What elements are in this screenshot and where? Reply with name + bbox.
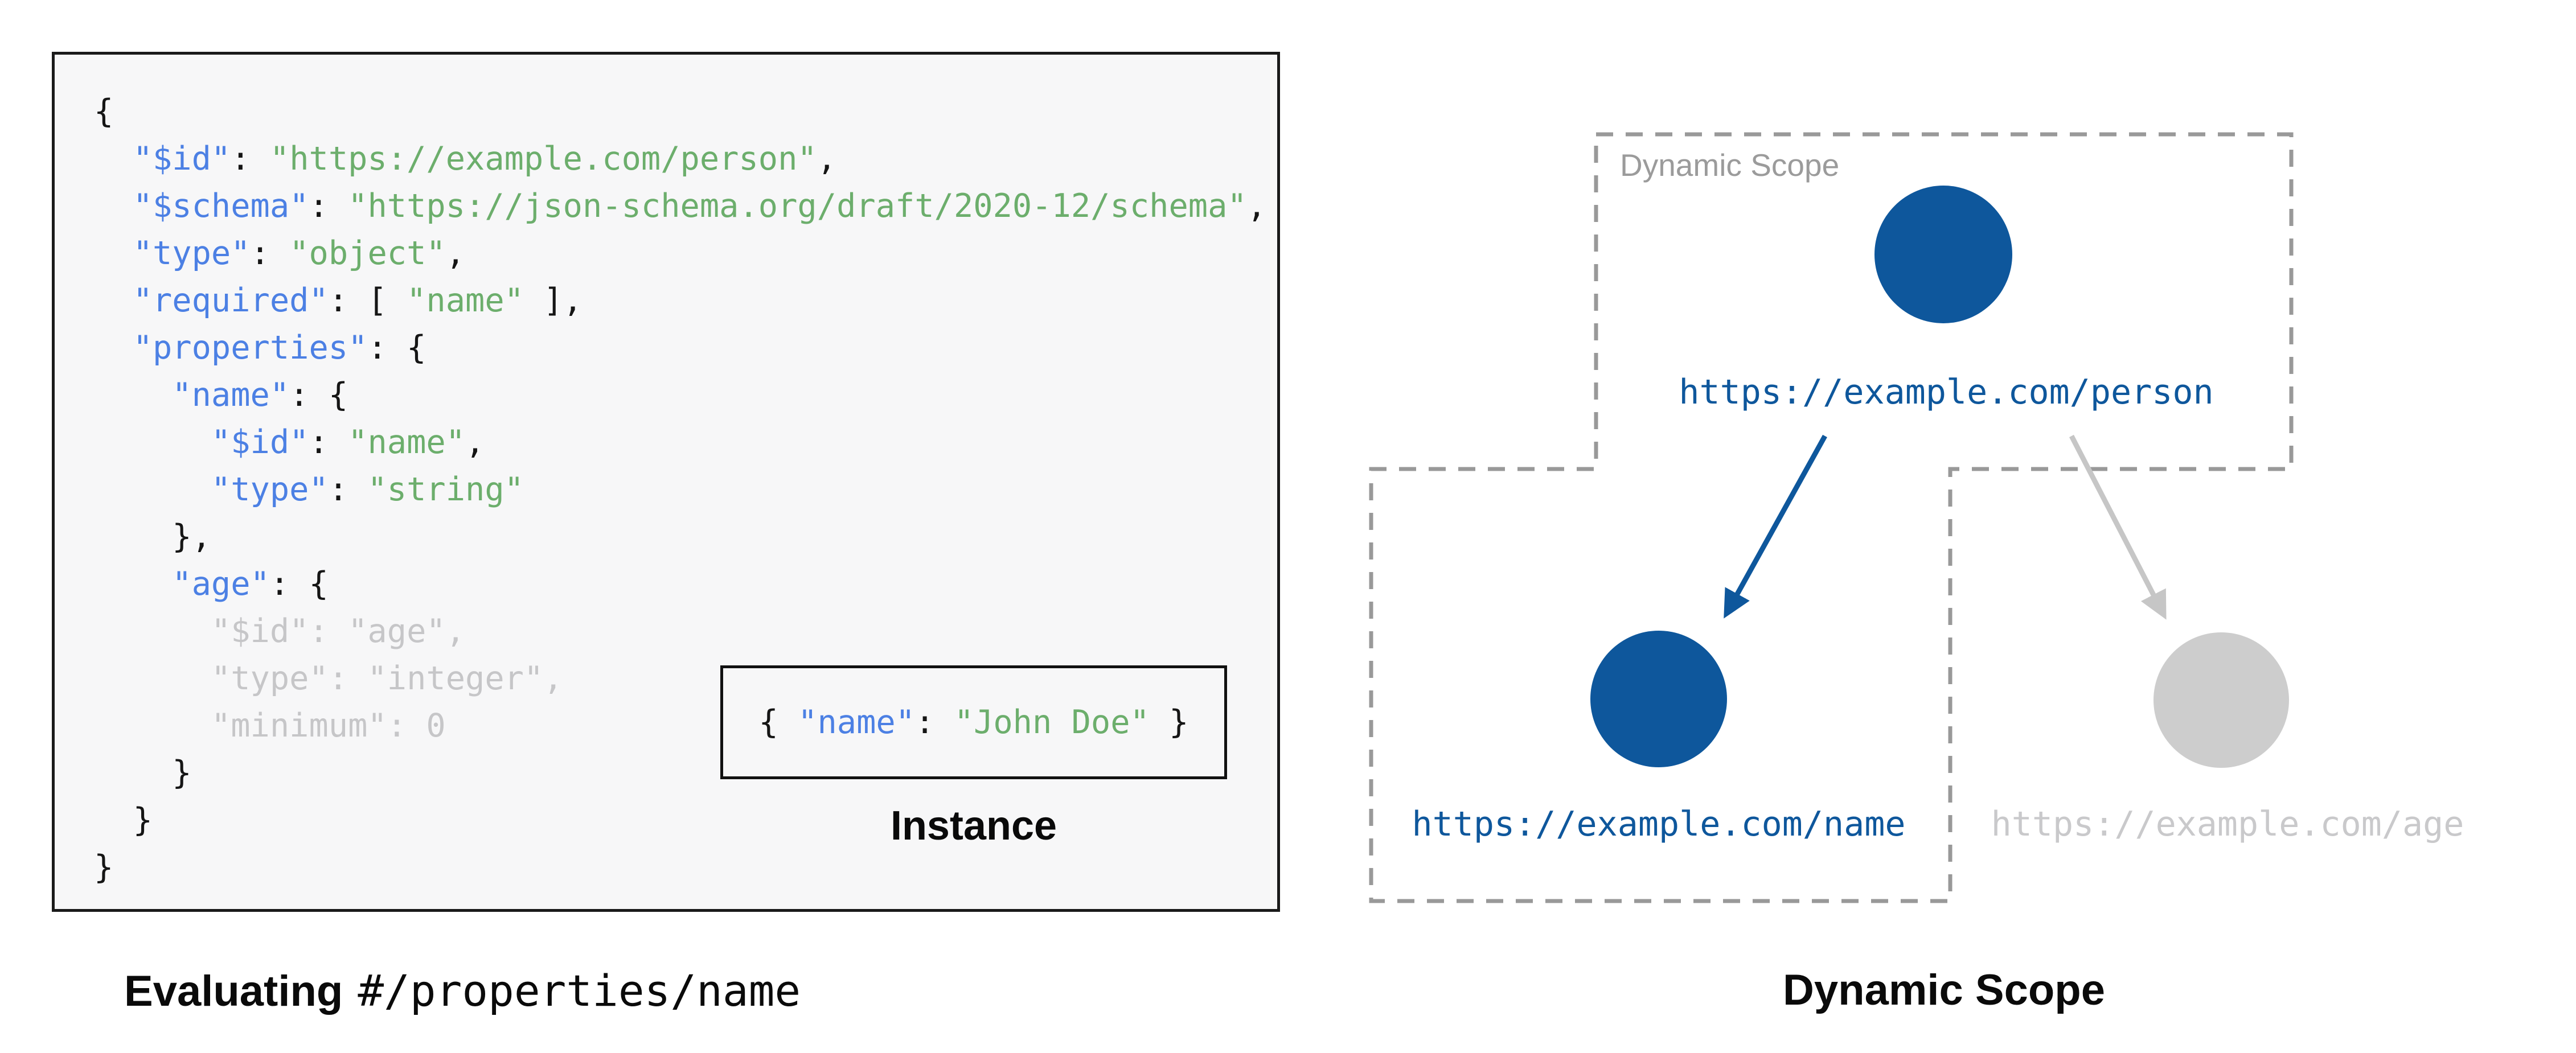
dynamic-scope-caption: Dynamic Scope [1783,966,2105,1014]
dynamic-scope-boundary-label: Dynamic Scope [1620,147,1840,183]
edge-person-to-age [2069,434,2167,620]
evaluating-caption-pointer: #/properties/name [358,965,801,1016]
person-node-url: https://example.com/person [1679,372,2214,412]
dynamic-scope-boundary [1369,132,2294,903]
name-schema-node [1590,631,1727,767]
schema-json-code: { "$id": "https://example.com/person", "… [94,93,1267,886]
instance-json-code: { "name": "John Doe" } [758,704,1189,741]
age-schema-node [2153,632,2289,768]
age-node-url: https://example.com/age [1991,804,2464,844]
instance-label: Instance [890,803,1057,849]
name-node-url: https://example.com/name [1412,804,1906,844]
edge-person-to-name [1724,434,1827,619]
evaluating-caption: Evaluating #/properties/name [124,965,801,1016]
schema-code-panel: { "$id": "https://example.com/person", "… [52,52,1280,912]
evaluating-caption-bold: Evaluating [124,967,343,1015]
person-schema-node [1874,186,2012,323]
instance-box: { "name": "John Doe" } [720,665,1227,779]
